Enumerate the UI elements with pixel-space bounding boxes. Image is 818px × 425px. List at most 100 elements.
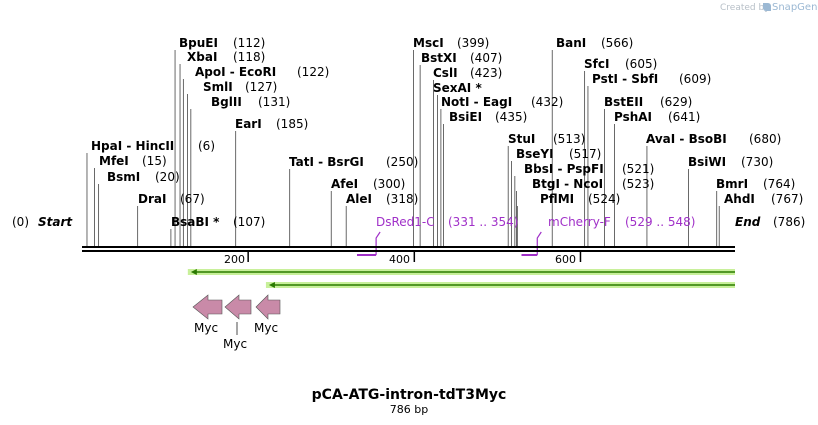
site-psti-sbfi-pos: (609) — [679, 72, 711, 86]
primer-leader — [536, 231, 542, 255]
credit-prefix: Created by — [720, 3, 770, 13]
site-pflmi[interactable]: PflMI — [540, 192, 574, 206]
site-bglii[interactable]: BglII — [211, 95, 242, 109]
site-eari[interactable]: EarI — [235, 117, 262, 131]
site-bseyi-pos: (517) — [569, 147, 601, 161]
credit-brand: SnapGene — [772, 2, 818, 13]
site-bsiei[interactable]: BsiEI — [449, 110, 482, 124]
site-noti-eagi[interactable]: NotI - EagI — [441, 95, 512, 109]
site-csli-pos: (423) — [470, 66, 502, 80]
site-drai[interactable]: DraI — [138, 192, 166, 206]
site-pshai[interactable]: PshAI — [614, 110, 652, 124]
site-bsabi[interactable]: BsaBI * — [171, 215, 220, 229]
ruler: 200 400 600 — [224, 252, 582, 266]
site-hpai-hincii-pos: (6) — [198, 139, 215, 153]
end-position: (786) — [773, 215, 805, 229]
restriction-sites: HpaI - HincII (6) MfeI (15) BsmI (20) Dr… — [91, 36, 803, 229]
site-bbsi-pspfi-pos: (521) — [622, 162, 654, 176]
start-label: Start — [38, 215, 73, 229]
site-sfci[interactable]: SfcI — [584, 57, 609, 71]
site-psti-sbfi[interactable]: PstI - SbfI — [592, 72, 658, 86]
site-bani-pos: (566) — [601, 36, 633, 50]
site-mfei-pos: (15) — [142, 154, 167, 168]
site-msci[interactable]: MscI — [413, 36, 444, 50]
primer-mcherry-f-range: (529 .. 548) — [625, 215, 695, 229]
site-bsiwi-pos: (730) — [741, 155, 773, 169]
ruler-tick-label: 400 — [389, 253, 410, 266]
site-bsteii-pos: (629) — [660, 95, 692, 109]
site-smli-pos: (127) — [245, 80, 277, 94]
site-msci-pos: (399) — [457, 36, 489, 50]
site-bsiwi[interactable]: BsiWI — [688, 155, 726, 169]
site-bani[interactable]: BanI — [556, 36, 586, 50]
end-label: End — [735, 215, 761, 229]
site-stui-pos: (513) — [553, 132, 585, 146]
site-apoi-ecori[interactable]: ApoI - EcoRI — [195, 65, 276, 79]
site-avai-bsobi-pos: (680) — [749, 132, 781, 146]
site-xbai[interactable]: XbaI — [187, 50, 217, 64]
site-sfci-pos: (605) — [625, 57, 657, 71]
site-bsiei-pos: (435) — [495, 110, 527, 124]
site-bsmi-pos: (20) — [155, 170, 180, 184]
snapgene-credit: Created by SnapGene — [720, 2, 818, 13]
site-smli[interactable]: SmlI — [203, 80, 233, 94]
site-drai-pos: (67) — [180, 192, 205, 206]
site-mfei[interactable]: MfeI — [99, 154, 129, 168]
map-title: pCA-ATG-intron-tdT3Myc — [312, 387, 507, 403]
site-bsabi-pos: (107) — [233, 215, 265, 229]
orf-arrows — [187, 269, 736, 288]
site-stui[interactable]: StuI — [508, 132, 535, 146]
site-pflmi-pos: (524) — [588, 192, 620, 206]
site-csli[interactable]: CslI — [433, 66, 458, 80]
primer-mcherry-f-name: mCherry-F — [548, 215, 611, 229]
ruler-tick-label: 600 — [555, 253, 576, 266]
ruler-tick-label: 200 — [224, 253, 245, 266]
snapgene-logo-icon — [763, 3, 771, 11]
site-btgi-ncoi[interactable]: BtgI - NcoI — [532, 177, 603, 191]
site-bbsi-pspfi[interactable]: BbsI - PspFI — [524, 162, 604, 176]
site-bseyi[interactable]: BseYI — [516, 147, 554, 161]
site-bsmi[interactable]: BsmI — [107, 170, 140, 184]
site-afei-pos: (300) — [373, 177, 405, 191]
site-tati-bsrgi-pos: (250) — [386, 155, 418, 169]
site-ahdi-pos: (767) — [771, 192, 803, 206]
site-bstxi-pos: (407) — [470, 51, 502, 65]
primer-leader — [375, 231, 381, 255]
site-ahdi[interactable]: AhdI — [724, 192, 755, 206]
site-bmri-pos: (764) — [763, 177, 795, 191]
site-afei[interactable]: AfeI — [331, 177, 358, 191]
myc-features: Myc Myc Myc — [192, 294, 281, 351]
site-tati-bsrgi[interactable]: TatI - BsrGI — [289, 155, 364, 169]
site-noti-eagi-pos: (432) — [531, 95, 563, 109]
site-bglii-pos: (131) — [258, 95, 290, 109]
site-connector-lines — [86, 50, 720, 246]
orf-arrowhead — [268, 282, 275, 288]
site-bmri[interactable]: BmrI — [716, 177, 748, 191]
orf-arrowhead — [190, 269, 197, 275]
site-hpai-hincii[interactable]: HpaI - HincII — [91, 139, 174, 153]
primer-mcherry-f[interactable]: mCherry-F (529 .. 548) — [548, 215, 695, 229]
site-alei[interactable]: AleI — [346, 192, 372, 206]
myc-label-3: Myc — [254, 321, 278, 335]
primer-dsred1-c-name: DsRed1-C — [376, 215, 435, 229]
myc-label-2: Myc — [223, 337, 247, 351]
myc-feature-1[interactable]: Myc — [192, 294, 223, 335]
map-length: 786 bp — [390, 403, 428, 416]
myc-feature-2[interactable]: Myc — [223, 294, 252, 351]
site-xbai-pos: (118) — [233, 50, 265, 64]
site-apoi-ecori-pos: (122) — [297, 65, 329, 79]
primer-dsred1-c[interactable]: DsRed1-C (331 .. 354) — [376, 215, 518, 229]
site-avai-bsobi[interactable]: AvaI - BsoBI — [646, 132, 727, 146]
site-bpuei[interactable]: BpuEI — [179, 36, 218, 50]
site-sexai[interactable]: SexAI * — [433, 81, 482, 95]
site-alei-pos: (318) — [386, 192, 418, 206]
primer-dsred1-c-range: (331 .. 354) — [448, 215, 518, 229]
sequence-backbone — [82, 246, 735, 252]
site-bstxi[interactable]: BstXI — [421, 51, 457, 65]
site-btgi-ncoi-pos: (523) — [622, 177, 654, 191]
site-bsteii[interactable]: BstEII — [604, 95, 643, 109]
primer-marks — [356, 231, 542, 256]
myc-feature-3[interactable]: Myc — [254, 294, 281, 335]
site-eari-pos: (185) — [276, 117, 308, 131]
